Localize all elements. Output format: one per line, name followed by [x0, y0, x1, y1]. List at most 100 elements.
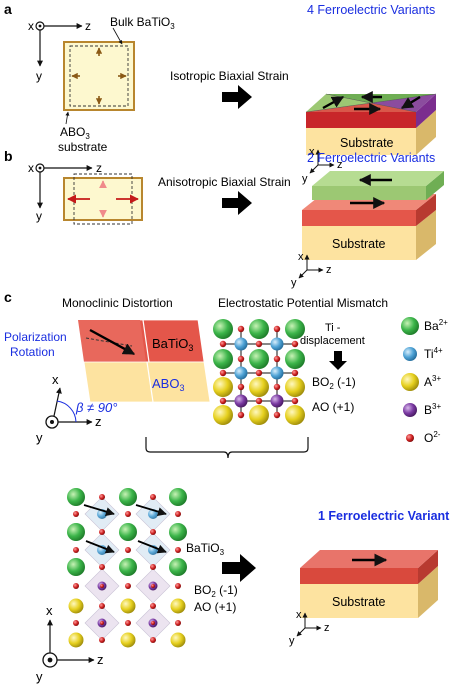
panel-b-coord: x z y [291, 251, 332, 289]
panel-c-mono-axis-x: x [52, 372, 59, 387]
o-ion [73, 547, 79, 553]
panel-a-slab-label: Substrate [340, 136, 394, 150]
panel-b-axis-y: y [36, 209, 42, 223]
ba-ion [249, 319, 269, 339]
a-ion [120, 598, 136, 614]
ba-ion [67, 488, 85, 506]
panel-a-strain-square [63, 41, 135, 111]
o-ion [100, 621, 104, 625]
panel-a-axis-x: x [28, 19, 34, 33]
panel-a-letter: a [4, 1, 12, 17]
panel-c-variants-title: 1 Ferroelectric Variant [318, 509, 450, 523]
o-ion [151, 584, 155, 588]
ba-ion [249, 349, 269, 369]
o-ion [150, 529, 156, 535]
o-ion [291, 369, 299, 377]
ti-ion [234, 337, 248, 351]
o-ion [237, 355, 245, 363]
a-ion [285, 405, 305, 425]
polarization-arrow [83, 504, 115, 516]
panel-a-bulk-label: Bulk BaTiO3 [110, 15, 175, 31]
ba-ion [169, 523, 187, 541]
panel-c-ao-label: AO (+1) [312, 400, 354, 414]
o-ion [291, 340, 299, 348]
o-ion [175, 620, 181, 626]
o-ion [99, 637, 105, 643]
panel-b-axis-x: x [28, 161, 34, 175]
polarization-arrow [135, 504, 167, 516]
legend-label-o: O2- [424, 430, 441, 445]
o-ion [237, 325, 245, 333]
ti-ion [234, 366, 248, 380]
legend-swatch-a [401, 373, 419, 391]
panel-b-coord-z: z [326, 264, 332, 276]
o-ion [219, 369, 227, 377]
panel-c-letter: c [4, 289, 12, 305]
ti-ion [270, 366, 284, 380]
panel-c: c Monoclinic Distortion Electrostatic Po… [4, 289, 450, 684]
panel-c-mono-batio3: BaTiO3 [152, 336, 193, 353]
o-ion [150, 603, 156, 609]
o-ion [125, 547, 131, 553]
o-ion [73, 511, 79, 517]
panel-c-brace [145, 437, 309, 459]
o-ion [255, 369, 263, 377]
panel-c-bo2-label: BO2 (-1) [312, 375, 356, 391]
o-ion [125, 620, 131, 626]
o-ion [291, 397, 299, 405]
panel-c-ti-arrow [329, 351, 347, 370]
ba-ion [119, 558, 137, 576]
panel-a-axis-z: z [85, 19, 91, 33]
panel-c-coord-x: x [296, 609, 302, 621]
panel-a-strain-label: Isotropic Biaxial Strain [170, 69, 289, 83]
panel-a-coord: x z y [302, 146, 343, 185]
panel-c-polarization-2: Rotation [10, 345, 55, 359]
polarization-arrow [137, 540, 167, 554]
panel-c-esp-title: Electrostatic Potential Mismatch [218, 296, 388, 310]
panel-a-coord-z: z [337, 159, 343, 171]
a-ion [213, 377, 233, 397]
o-ion [175, 583, 181, 589]
ti-ion [270, 337, 284, 351]
o-ion [175, 547, 181, 553]
panel-c-mono-axis-y: y [36, 430, 43, 445]
o-ion [99, 529, 105, 535]
a-ion [285, 377, 305, 397]
a-ion [68, 598, 84, 614]
panel-c-ti-label-2: displacement [300, 335, 365, 347]
polarization-arrow [85, 540, 115, 554]
ba-ion [119, 523, 137, 541]
o-ion [150, 494, 156, 500]
panel-c-slab: Substrate [300, 550, 438, 618]
panel-b-letter: b [4, 148, 13, 164]
panel-b-variants-title: 2 Ferroelectric Variants [307, 151, 435, 165]
o-ion [151, 621, 155, 625]
panel-a-arrow [222, 85, 252, 109]
panel-b-arrow [222, 191, 252, 215]
legend-label-ti: Ti4+ [424, 346, 443, 361]
panel-c-struct-batio3: BaTiO3 [186, 541, 225, 557]
panel-c-arrow [222, 554, 256, 582]
o-ion [73, 583, 79, 589]
o-ion [219, 340, 227, 348]
ba-ion [119, 488, 137, 506]
panel-b: b x z y Anisotropic Biaxial Strain 2 Fer… [4, 148, 444, 289]
panel-b-axis-z: z [96, 161, 102, 175]
o-ion [273, 325, 281, 333]
ba-ion [67, 523, 85, 541]
o-ion [255, 340, 263, 348]
b-ion [270, 394, 284, 408]
panel-c-coord-z: z [324, 622, 330, 634]
panel-c-polarization-1: Polarization [4, 330, 67, 344]
a-ion [68, 632, 84, 648]
panel-c-struct-axis-x: x [46, 603, 53, 618]
legend-label-a: A3+ [424, 374, 441, 389]
o-ion [273, 383, 281, 391]
a-ion [120, 632, 136, 648]
panel-b-axes: x z y [28, 161, 102, 223]
panel-b-slab: Substrate [302, 171, 444, 260]
o-ion [273, 411, 281, 419]
o-ion [99, 603, 105, 609]
panel-c-mono-abo3: ABO3 [152, 376, 184, 393]
panel-b-coord-y: y [291, 277, 297, 289]
